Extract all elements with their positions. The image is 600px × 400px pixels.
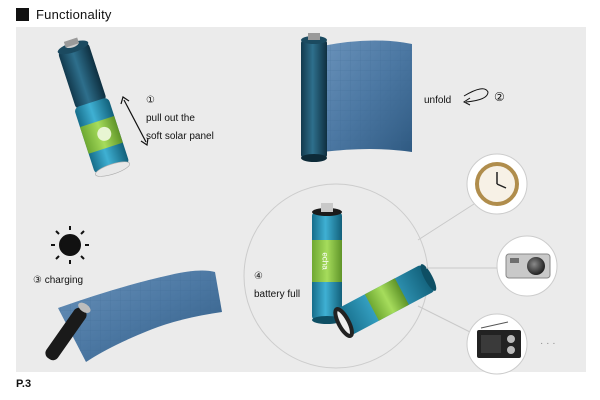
- camera-device: [496, 235, 558, 297]
- more-devices-indicator: · · ·: [540, 338, 556, 349]
- section-header: Functionality: [16, 7, 112, 22]
- section-title: Functionality: [36, 7, 112, 22]
- step4-text: battery full: [254, 289, 301, 300]
- step4-label: ④ battery full: [254, 268, 300, 304]
- step4-number: ④: [254, 271, 263, 282]
- step1-label: ① pull out the soft solar panel: [146, 92, 214, 146]
- device-connectors: [417, 203, 498, 335]
- step2-text: unfold: [424, 95, 452, 106]
- step1-number: ①: [146, 95, 155, 106]
- step1-line2: soft solar panel: [146, 131, 214, 142]
- step2-label: unfold: [424, 92, 451, 110]
- step1-line1: pull out the: [146, 113, 195, 124]
- radio-device: [466, 313, 528, 375]
- battery-lying: [333, 264, 437, 338]
- unfold-rotation-arrow: [463, 88, 489, 106]
- header-square-icon: [16, 8, 29, 21]
- step3-label: ③ charging: [33, 272, 83, 290]
- step1-battery: [57, 37, 131, 177]
- step2-unfolded-panel: [301, 33, 412, 162]
- step3-charging-panel: [45, 270, 222, 362]
- battery-upright: [312, 203, 342, 324]
- battery-label-fragment: echa: [320, 252, 330, 270]
- sun-icon: [51, 226, 89, 264]
- step2-number: ②: [494, 90, 505, 104]
- page-number: P.3: [16, 378, 32, 390]
- clock-device: [466, 153, 528, 215]
- step3-text: charging: [44, 275, 84, 286]
- step1-arrow: [120, 96, 149, 147]
- step3-number: ③: [33, 275, 42, 286]
